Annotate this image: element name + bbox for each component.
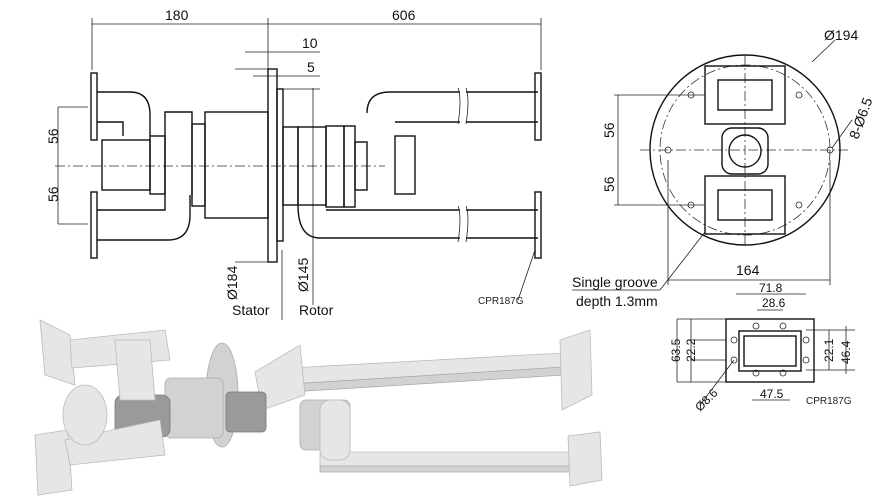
dim-bottom: 47.5 (760, 387, 784, 401)
dim-height-inner-left: 22.2 (684, 338, 698, 362)
label-flange-type: CPR187G (478, 296, 524, 307)
dim-outer-diameter: Ø194 (824, 27, 858, 43)
flange-detail-label: CPR187G (806, 396, 852, 407)
rotary-joint-render (34, 319, 603, 496)
front-view: 56 56 Ø194 8-Ø6.5 164 Single groove dept… (572, 27, 876, 309)
dim-hole: Ø8.6 (692, 386, 721, 415)
dim-flange-gap-5: 5 (307, 59, 315, 75)
dim-height-right: 46.4 (839, 340, 853, 364)
dim-holes: 8-Ø6.5 (846, 95, 876, 141)
side-view: 180 606 10 5 56 56 (45, 7, 542, 320)
note-groove-line2: depth 1.3mm (576, 293, 658, 309)
dim-left-length: 180 (165, 7, 189, 23)
dim-total-length: 606 (392, 7, 416, 23)
dim-height-outer: 63.5 (669, 338, 683, 362)
dim-rotor-diameter: Ø145 (295, 258, 311, 292)
front-dim-spacing-lower: 56 (601, 176, 617, 192)
note-groove-line1: Single groove (572, 274, 658, 290)
front-dim-spacing-upper: 56 (601, 122, 617, 138)
dim-spacing-lower: 56 (45, 186, 61, 202)
label-stator: Stator (232, 302, 270, 318)
dim-width-outer: 71.8 (759, 281, 783, 295)
dim-stator-diameter: Ø184 (224, 266, 240, 300)
dim-height-inner-right: 22.1 (822, 338, 836, 362)
dim-spacing-upper: 56 (45, 128, 61, 144)
flange-detail: 71.8 28.6 63.5 22.2 22.1 46.4 Ø8.6 47.5 … (669, 281, 855, 414)
dim-width-inner: 28.6 (762, 296, 786, 310)
dim-width: 164 (736, 262, 760, 278)
dim-flange-gap-10: 10 (302, 35, 318, 51)
label-rotor: Rotor (299, 302, 334, 318)
